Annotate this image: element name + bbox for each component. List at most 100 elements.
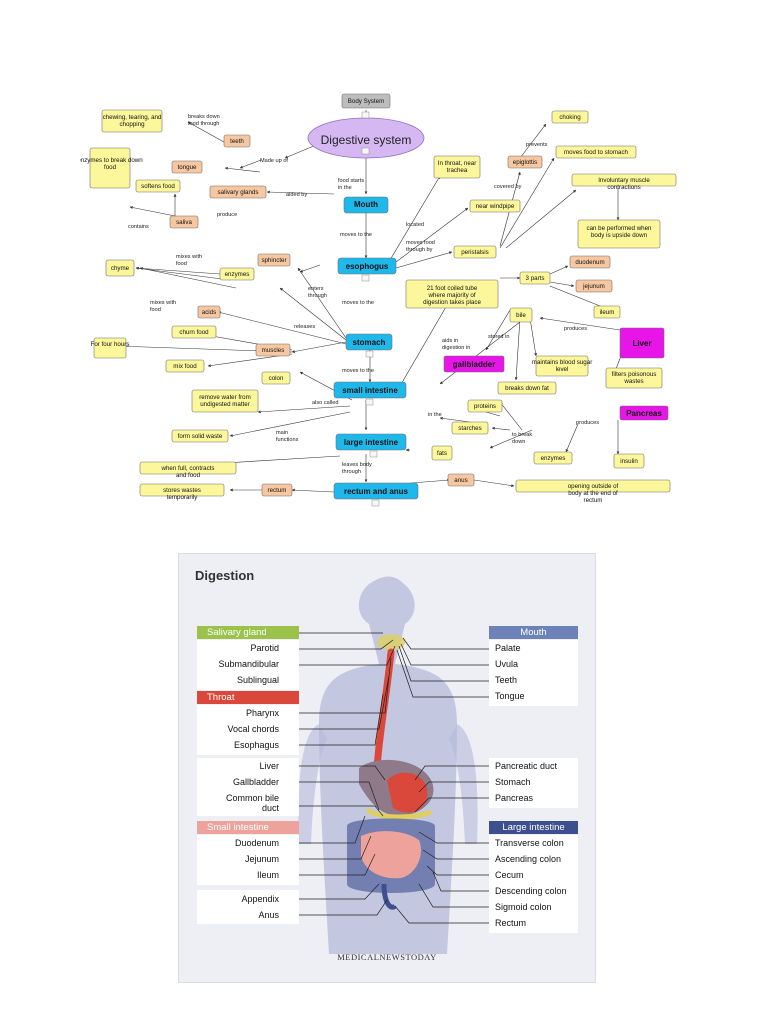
- node-large-intestine: large intestine: [335, 433, 407, 451]
- svg-text:duodenum: duodenum: [575, 259, 604, 266]
- node-salivary-glands: salivary glands: [209, 185, 267, 199]
- group-body-liver: [197, 758, 299, 816]
- document-icon: [371, 499, 380, 507]
- svg-text:stomach: stomach: [353, 338, 386, 347]
- label-appendix: Appendix: [241, 894, 279, 904]
- link-moves-to-1: moves to the: [340, 232, 372, 238]
- node-moves-food: moves food to stomach: [555, 145, 637, 159]
- node-duodenum: duodenum: [569, 255, 611, 269]
- svg-text:rectum: rectum: [268, 487, 287, 494]
- label-anus: Anus: [258, 910, 279, 920]
- label-rectum: Rectum: [495, 918, 527, 928]
- label-teeth: Teeth: [495, 675, 518, 685]
- svg-text:muscles: muscles: [262, 347, 285, 354]
- link-produce: produce: [217, 212, 237, 218]
- svg-text:churn food: churn food: [179, 329, 209, 336]
- node-epiglottis: epiglottis: [507, 155, 543, 169]
- node-gallbladder: gallbladder: [443, 355, 505, 373]
- node-teeth: teeth: [223, 134, 251, 148]
- label-esophagus: Esophagus: [233, 740, 279, 750]
- label-uvula: Uvula: [495, 659, 519, 669]
- node-esophogus: esophogus: [337, 257, 397, 275]
- document-icon: [361, 274, 370, 282]
- node-enzymes-2: enzymes: [533, 451, 573, 465]
- medical-news-today-logo: MEDICALNEWSTODAY: [337, 952, 437, 962]
- svg-text:large intestine: large intestine: [344, 438, 399, 447]
- label-gallbladder: Gallbladder: [232, 777, 279, 787]
- link-produces: produces: [564, 326, 587, 332]
- label-sigmoid-colon: Sigmoid colon: [495, 902, 552, 912]
- svg-text:gallbladder: gallbladder: [453, 360, 496, 369]
- node-starches: starches: [451, 421, 489, 435]
- link-located: located: [406, 222, 424, 228]
- node-mouth: Mouth: [343, 196, 389, 214]
- node-small-intestine: small intestine: [333, 381, 407, 399]
- label-pancreas: Pancreas: [495, 793, 534, 803]
- group-body-small-intestine: [197, 835, 299, 885]
- node-insulin: insulin: [613, 453, 645, 469]
- node-chyme: chyme: [105, 259, 135, 277]
- svg-text:anus: anus: [454, 477, 467, 484]
- group-header-small-intestine: Small intestine: [197, 821, 299, 834]
- label-common-bile-duct: Common bile duct: [225, 793, 279, 813]
- svg-text:insulin: insulin: [620, 458, 638, 465]
- svg-text:saliva: saliva: [176, 219, 192, 226]
- link-prevents: prevents: [526, 142, 548, 148]
- svg-text:proteins: proteins: [474, 403, 496, 410]
- label-transverse-colon: Transverse colon: [495, 838, 564, 848]
- node-choking: choking: [551, 110, 589, 124]
- label-stomach: Stomach: [495, 777, 531, 787]
- node-solid-waste: form solid waste: [171, 429, 229, 443]
- node-peristalsis: peristalsis: [453, 245, 497, 259]
- node-acids: acids: [197, 305, 221, 319]
- digestion-anatomy-panel: Digestion Salivary gland Parotid Submand…: [178, 553, 596, 983]
- svg-text:fats: fats: [437, 450, 447, 457]
- link-also-called: also called: [312, 400, 338, 406]
- svg-text:esophogus: esophogus: [346, 262, 389, 271]
- label-tongue: Tongue: [495, 691, 525, 701]
- label-jejunum: Jejunum: [244, 854, 279, 864]
- svg-text:For four hours: For four hours: [91, 341, 130, 348]
- svg-text:near windpipe: near windpipe: [476, 203, 515, 210]
- label-ascending-colon: Ascending colon: [495, 854, 562, 864]
- group-body-throat: [197, 705, 299, 755]
- node-breaks-fat: breaks down fat: [497, 381, 557, 395]
- node-rectum: rectum: [261, 483, 293, 497]
- svg-text:Digestive system: Digestive system: [321, 133, 412, 147]
- label-pharynx: Pharynx: [245, 708, 279, 718]
- svg-text:epiglottis: epiglottis: [513, 159, 537, 166]
- node-muscles: muscles: [255, 343, 291, 357]
- anatomy-illustration: [283, 576, 491, 954]
- group-header-salivary-gland: Salivary gland: [197, 626, 299, 639]
- svg-text:breaks down fat: breaks down fat: [505, 385, 549, 392]
- node-three-parts: 3 parts: [519, 271, 551, 285]
- svg-text:enzymes: enzymes: [225, 271, 250, 278]
- svg-text:Liver: Liver: [632, 339, 651, 348]
- node-four-hours: For four hours: [91, 337, 130, 359]
- group-header-mouth: Mouth: [489, 626, 578, 639]
- link-stored-in: stored in: [488, 334, 509, 340]
